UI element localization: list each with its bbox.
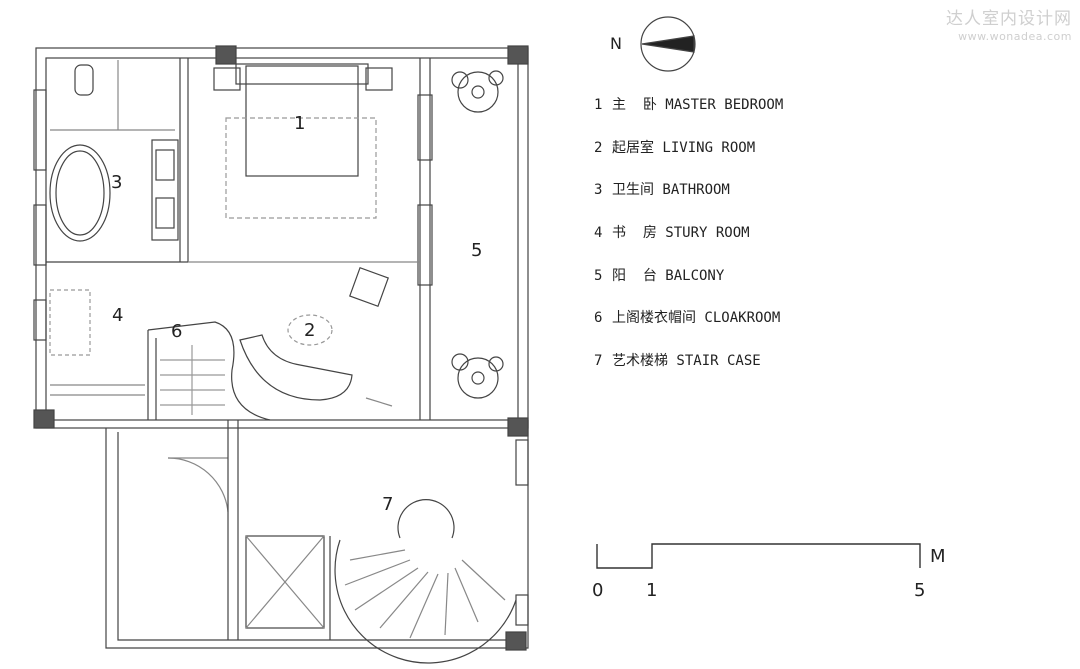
scale-unit-label: M (930, 546, 946, 567)
bathtub (49, 144, 111, 242)
window (33, 299, 47, 341)
legend-num: 2 (594, 139, 603, 156)
room-label-7: 7 (382, 494, 393, 515)
watermark: 达人室内设计网 www.wonadea.com (946, 4, 1072, 43)
room-label-5: 5 (471, 240, 482, 261)
window (515, 594, 529, 626)
legend-num: 7 (594, 353, 603, 370)
scale-tick-5: 5 (914, 580, 926, 601)
legend-text: 卫生间 BATHROOM (612, 182, 730, 199)
legend-num: 3 (594, 182, 603, 199)
legend-num: 4 (594, 225, 603, 242)
door-swing (365, 397, 393, 407)
legend-text: 起居室 LIVING ROOM (612, 139, 756, 156)
column (507, 417, 529, 437)
column (505, 631, 527, 651)
legend-item: 7 艺术楼梯 STAIR CASE (594, 351, 783, 394)
compass-north-label: N (610, 34, 622, 53)
legend-text: 主 卧 MASTER BEDROOM (612, 97, 784, 113)
rug (225, 117, 377, 219)
legend-text: 书 房 STURY ROOM (612, 225, 750, 242)
column (33, 409, 55, 429)
bed (245, 65, 359, 177)
watermark-url: www.wonadea.com (958, 30, 1072, 43)
compass-ring (640, 16, 696, 72)
nightstand (213, 67, 241, 91)
column (215, 45, 237, 65)
legend-text: 上阁楼衣帽间 CLOAKROOM (612, 310, 781, 327)
room-label-6: 6 (171, 321, 182, 342)
door-swing (167, 457, 229, 513)
plant (451, 70, 504, 113)
room-legend: 1 主 卧 MASTER BEDROOM 2 起居室 LIVING ROOM 3 卫生… (594, 95, 783, 394)
legend-item: 5 阳 台 BALCONY (594, 266, 783, 309)
room-label-3: 3 (111, 172, 122, 193)
nightstand (365, 67, 393, 91)
legend-item: 3 卫生间 BATHROOM (594, 180, 783, 223)
spiral-stair-outer (334, 539, 517, 664)
sink (155, 149, 175, 181)
outer-wall (35, 47, 529, 429)
legend-num: 1 (594, 97, 603, 113)
legend-text: 艺术楼梯 STAIR CASE (612, 353, 761, 370)
bed-headboard (235, 63, 369, 85)
bathtub-inner (55, 150, 105, 236)
lower-block-inner-wall (117, 432, 518, 641)
lower-block-wall (105, 420, 529, 649)
desk (49, 289, 91, 356)
scale-tick-0: 0 (592, 580, 604, 601)
scale-bar (596, 543, 921, 569)
room-label-1: 1 (294, 113, 305, 134)
column (507, 45, 529, 65)
watermark-title: 达人室内设计网 (946, 9, 1072, 29)
balcony-door (417, 204, 433, 286)
spiral-stair-inner (397, 499, 455, 539)
scale-tick-1: 1 (646, 580, 658, 601)
curved-sofa (239, 334, 353, 401)
armchair (349, 267, 389, 307)
legend-item: 1 主 卧 MASTER BEDROOM (594, 95, 783, 138)
room-label-2: 2 (304, 320, 315, 341)
room-label-4: 4 (112, 305, 123, 326)
legend-item: 6 上阁楼衣帽间 CLOAKROOM (594, 308, 783, 351)
sink (155, 197, 175, 229)
toilet (74, 64, 94, 96)
window (33, 89, 47, 171)
inner-wall-line (45, 57, 519, 421)
legend-item: 2 起居室 LIVING ROOM (594, 138, 783, 181)
legend-text: 阳 台 BALCONY (612, 267, 725, 284)
balcony-door (417, 94, 433, 161)
window (33, 204, 47, 266)
vanity (151, 139, 179, 241)
legend-item: 4 书 房 STURY ROOM (594, 223, 783, 266)
legend-num: 5 (594, 267, 603, 284)
legend-num: 6 (594, 310, 603, 327)
plant (451, 353, 504, 399)
elevator-shaft (245, 535, 325, 629)
window (515, 439, 529, 486)
coffee-table (287, 314, 333, 346)
cloakroom-wall (147, 321, 271, 421)
compass-needle-icon (641, 35, 695, 53)
